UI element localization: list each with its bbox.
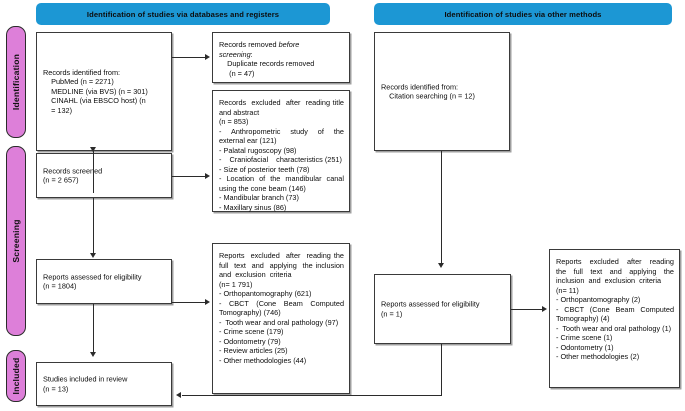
section-header-databases: Identification of studies via databases … <box>36 3 330 25</box>
box-reports-assessed-other-text: Reports assessed for eligibility (n = 1) <box>381 299 480 318</box>
arrowhead-citation-to-reports-assessed <box>437 263 444 268</box>
box-records-identified-citation-searching: Records identified from: Citation search… <box>374 32 510 151</box>
arrowhead-identified-to-removed <box>205 53 210 60</box>
box-records-removed-before-screening: Records removed before screening: Duplic… <box>212 32 350 83</box>
box-reports-excluded-other: Reports excluded after reading the full … <box>549 249 680 388</box>
records-removed-before-italic: before <box>278 40 300 49</box>
box-studies-included-in-review: Studies included in review (n = 13) <box>36 362 172 406</box>
section-header-databases-label: Identification of studies via databases … <box>86 9 280 19</box>
box-records-excluded-title-abstract: Records excluded after reading title and… <box>212 90 350 212</box>
arrowhead-reports-assessed-to-excluded <box>205 298 210 305</box>
box-records-identified-text: Records identified from: PubMed (n = 227… <box>43 67 148 115</box>
connector-identified-to-removed <box>172 57 206 59</box>
arrowhead-screened-to-reports-assessed <box>89 253 96 258</box>
box-reports-excluded-other-text: Reports excluded after reading the full … <box>556 257 674 362</box>
records-removed-duplicates: Duplicate records removed (n = 47) <box>227 59 315 78</box>
arrowhead-reports-assessed-to-included <box>89 352 96 357</box>
connector-screened-to-excluded <box>172 176 206 178</box>
phase-pill-identification: Identification <box>6 26 26 138</box>
connector-identified-to-screened <box>93 151 95 193</box>
arrowhead-screened-to-excluded <box>205 172 210 179</box>
connector-screened-to-reports-assessed <box>93 198 95 254</box>
phase-label-included: Included <box>11 357 21 395</box>
box-records-identified-from-databases: Records identified from: PubMed (n = 227… <box>36 32 172 151</box>
connector-reports-assessed-to-excluded <box>172 302 206 304</box>
phase-label-identification: Identification <box>11 53 21 111</box>
arrowhead-identified-to-screened <box>89 147 96 152</box>
box-records-identified-other-text: Records identified from: Citation search… <box>381 81 475 101</box>
connector-reports-assessed-other-to-excluded <box>511 309 543 311</box>
connector-other-left-to-included <box>182 395 442 397</box>
box-reports-assessed-eligibility-databases: Reports assessed for eligibility (n = 18… <box>36 259 172 304</box>
connector-citation-to-reports-assessed <box>441 151 443 264</box>
connector-other-down-to-included <box>441 344 443 396</box>
box-records-screened-text: Records screened (n = 2 657) <box>43 165 103 185</box>
box-records-removed-text: Records removed before screening: Duplic… <box>219 40 344 78</box>
connector-reports-assessed-to-included <box>93 304 95 354</box>
records-removed-line1: Records removed <box>219 40 279 49</box>
arrowhead-reports-assessed-other-to-excluded <box>542 305 547 312</box>
arrowhead-other-to-included <box>176 392 181 398</box>
box-reports-excluded-databases: Reports excluded after reading the full … <box>212 243 350 394</box>
phase-pill-screening: Screening <box>6 146 26 336</box>
section-header-other-methods-label: Identification of studies via other meth… <box>444 9 602 19</box>
phase-label-screening: Screening <box>11 219 21 263</box>
records-removed-screening-italic: screening <box>219 49 251 59</box>
box-studies-included-text: Studies included in review (n = 13) <box>43 374 128 393</box>
box-reports-excluded-databases-text: Reports excluded after reading the full … <box>219 251 344 366</box>
section-header-other-methods: Identification of studies via other meth… <box>374 3 672 25</box>
box-records-excluded-title-abstract-text: Records excluded after reading title and… <box>219 98 344 213</box>
records-removed-colon: : <box>250 49 253 59</box>
box-records-screened: Records screened (n = 2 657) <box>36 153 172 198</box>
phase-pill-included: Included <box>6 350 26 402</box>
box-reports-assessed-databases-text: Reports assessed for eligibility (n = 18… <box>43 271 142 291</box>
box-reports-assessed-eligibility-other: Reports assessed for eligibility (n = 1) <box>374 274 511 344</box>
